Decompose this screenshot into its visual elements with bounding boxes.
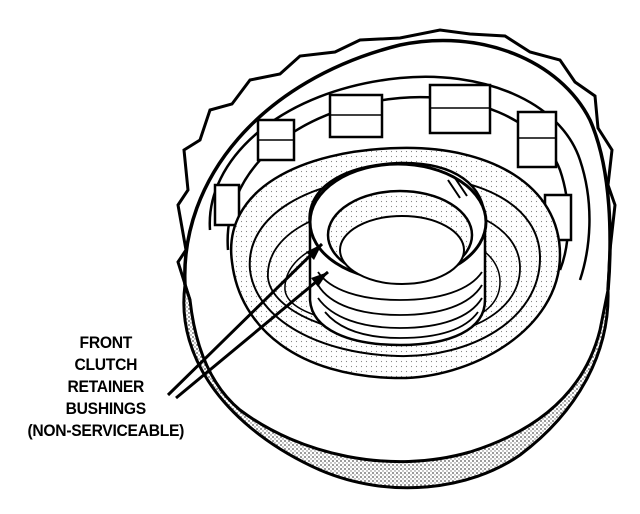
- callout-leader-arrows: [166, 242, 329, 400]
- callout-line-3: RETAINER: [67, 377, 145, 396]
- bushing-callout-label: FRONT CLUTCH RETAINER BUSHINGS (NON-SERV…: [0, 332, 212, 442]
- clutch-drive-lugs: [208, 75, 591, 281]
- callout-line-2: CLUTCH: [74, 355, 138, 374]
- callout-line-4: BUSHINGS: [65, 399, 147, 418]
- center-hub: [308, 161, 488, 347]
- callout-line-1: FRONT: [79, 333, 133, 352]
- retainer-outer-shell: [176, 28, 617, 490]
- callout-line-5: (NON-SERVICEABLE): [27, 421, 185, 440]
